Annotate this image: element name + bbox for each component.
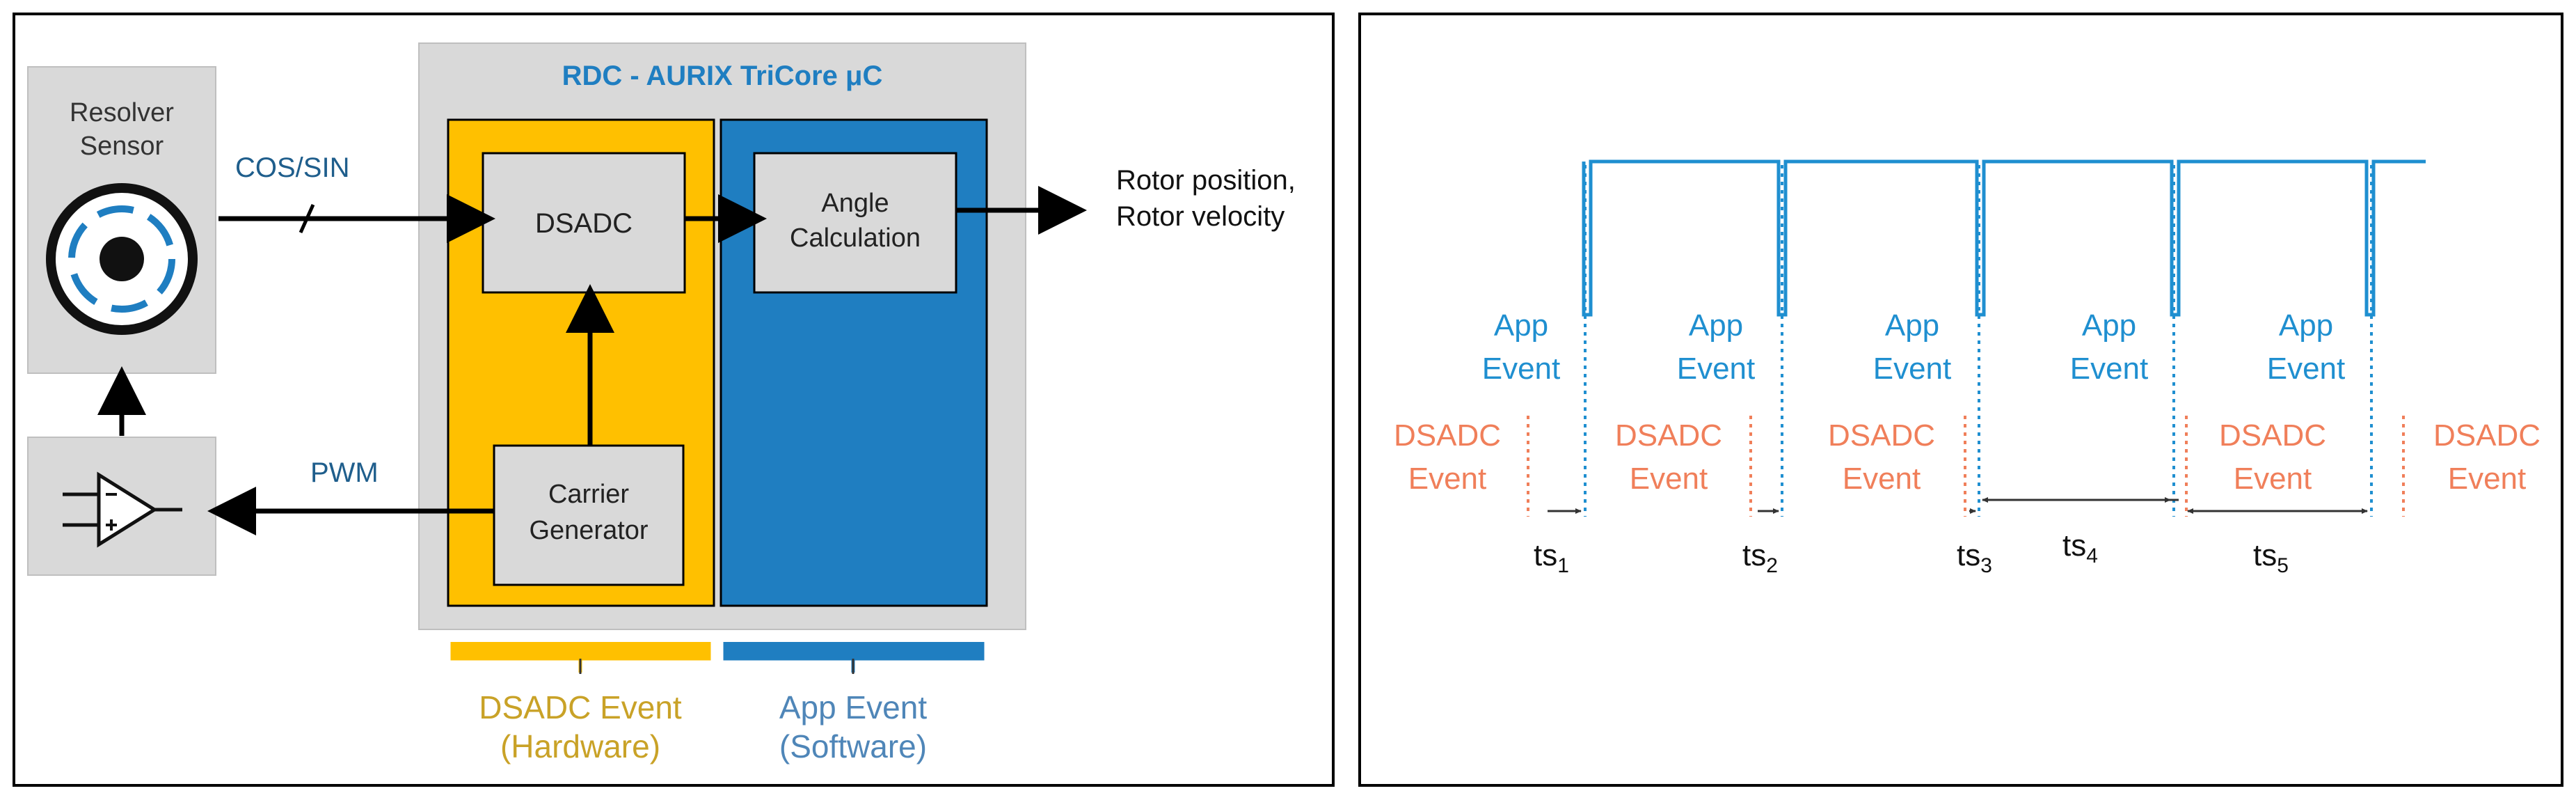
dsadc-event-brace-fill xyxy=(452,642,709,659)
app-event-label-group: App Event App Event App Event App Event … xyxy=(1482,308,2346,386)
carrier-generator-box xyxy=(493,444,685,586)
interval-labels: ts1 ts2 ts3 ts4 ts5 xyxy=(1534,528,2289,577)
cos-sin-bus-slash xyxy=(299,203,315,234)
app-label-4b: Event xyxy=(2070,352,2149,386)
block-diagram-panel: RDC - AURIX TriCore μC DSADC Angle Calcu… xyxy=(13,13,1335,787)
output-label-1: Rotor position, xyxy=(1116,165,1296,196)
dsadc-event-label-2: (Hardware) xyxy=(500,728,660,764)
app-label-4a: App xyxy=(2082,308,2136,343)
dsadc-box xyxy=(482,152,686,294)
resolver-icon xyxy=(46,183,198,335)
angle-calc-label-2: Calculation xyxy=(790,223,921,253)
app-label-1a: App xyxy=(1494,308,1548,343)
app-label-3a: App xyxy=(1885,308,1939,343)
dsadc-label-5a: DSADC xyxy=(2433,418,2541,453)
ts2-label: ts2 xyxy=(1742,538,1778,577)
app-label-5a: App xyxy=(2279,308,2333,343)
ts1-label: ts1 xyxy=(1534,538,1569,577)
angle-calc-box xyxy=(753,152,957,294)
dsadc-event-label-1: DSADC Event xyxy=(479,689,682,726)
app-label-5b: Event xyxy=(2267,352,2346,386)
dsadc-label-4b: Event xyxy=(2234,462,2312,496)
app-event-markers xyxy=(1584,165,2373,517)
resolver-label-1: Resolver xyxy=(70,98,174,127)
dsadc-label-5b: Event xyxy=(2448,462,2527,496)
interval-arrows xyxy=(1548,497,2368,514)
timing-diagram-svg: App Event App Event App Event App Event … xyxy=(1394,159,2541,577)
ts5-label: ts5 xyxy=(2253,538,2289,577)
app-label-1b: Event xyxy=(1482,352,1561,386)
dsadc-event-markers xyxy=(1527,416,2405,517)
rdc-title: RDC - AURIX TriCore μC xyxy=(562,61,883,91)
dsadc-label-2a: DSADC xyxy=(1615,418,1722,453)
carrier-label-1: Carrier xyxy=(548,480,629,509)
ts3-label: ts3 xyxy=(1957,538,1992,577)
dsadc-label: DSADC xyxy=(535,208,633,239)
app-label-2a: App xyxy=(1689,308,1743,343)
dsadc-label-3a: DSADC xyxy=(1828,418,1935,453)
app-event-label-1: App Event xyxy=(779,689,927,726)
carrier-label-2: Generator xyxy=(529,516,648,545)
app-event-brace-fill xyxy=(725,642,983,659)
app-event-waveform xyxy=(1582,159,2426,317)
resolver-label-2: Sensor xyxy=(80,132,164,161)
dsadc-label-3b: Event xyxy=(1843,462,1921,496)
cos-sin-label: COS/SIN xyxy=(235,152,349,183)
timing-diagram-panel: App Event App Event App Event App Event … xyxy=(1358,13,2563,787)
amplifier-icon xyxy=(63,471,182,548)
dsadc-event-label-group: DSADC Event DSADC Event DSADC Event DSAD… xyxy=(1394,418,2541,496)
angle-calc-label-1: Angle xyxy=(821,189,889,218)
dsadc-label-1b: Event xyxy=(1408,462,1487,496)
dsadc-label-2b: Event xyxy=(1630,462,1708,496)
app-label-3b: Event xyxy=(1873,352,1952,386)
output-label-2: Rotor velocity xyxy=(1116,201,1285,232)
block-diagram-svg: RDC - AURIX TriCore μC DSADC Angle Calcu… xyxy=(27,42,1296,764)
app-event-label-2: (Software) xyxy=(779,728,927,764)
dsadc-label-1a: DSADC xyxy=(1394,418,1501,453)
ts4-label: ts4 xyxy=(2062,528,2098,567)
pwm-label: PWM xyxy=(310,457,379,488)
app-label-2b: Event xyxy=(1677,352,1756,386)
dsadc-label-4a: DSADC xyxy=(2219,418,2326,453)
